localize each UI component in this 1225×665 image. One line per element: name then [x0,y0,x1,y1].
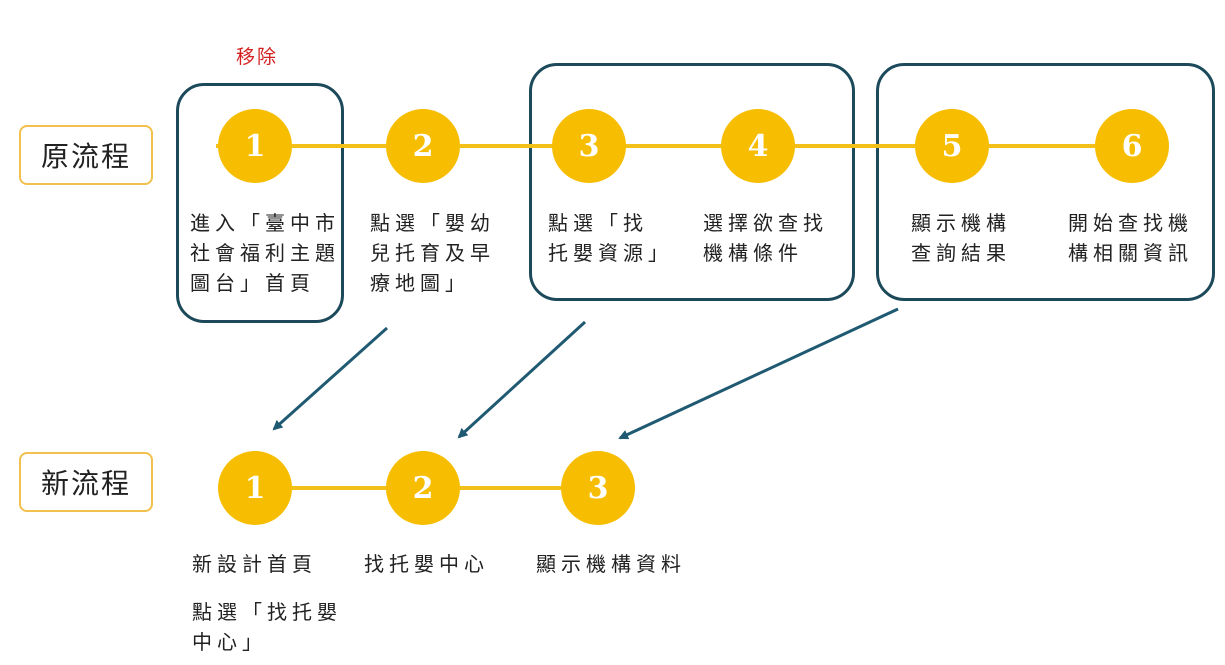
new-step-1-text: 新設計首頁 [192,552,317,576]
new-step-3-node: 3 [561,451,635,525]
arrow-steps34-to-new2 [457,320,587,439]
original-step-2-node: 2 [386,109,460,183]
remove-note: 移除 [236,46,279,68]
original-step-1-text: 進入「臺中市 社會福利主題 圖台」首頁 [190,211,340,295]
new-step-1-note: 點選「找托嬰 中心」 [192,600,342,654]
new-step-2-text: 找托嬰中心 [364,552,489,576]
new-flow-label: 新流程 [19,452,153,512]
original-step-2-text: 點選「嬰幼 兒托育及早 療地圖」 [370,211,495,295]
new-step-3-text: 顯示機構資料 [536,552,686,576]
original-step-4-node: 4 [721,109,795,183]
original-step-5-node: 5 [915,109,989,183]
removed-step-box [176,83,344,323]
original-step-1-node: 1 [218,109,292,183]
original-step-6-node: 6 [1095,109,1169,183]
original-step-5-text: 顯示機構 查詢結果 [911,211,1011,265]
arrow-steps56-to-new3 [618,307,899,440]
original-flow-label: 原流程 [19,125,153,185]
merged-steps-5-6-box [876,63,1215,301]
original-flow-line [216,144,1132,148]
new-step-1-node: 1 [218,451,292,525]
original-step-6-text: 開始查找機 構相關資訊 [1068,211,1193,265]
new-step-2-node: 2 [386,451,460,525]
original-step-3-text: 點選「找 托嬰資源」 [548,211,673,265]
original-step-3-node: 3 [552,109,626,183]
merged-steps-3-4-box [529,63,855,301]
arrow-step2-to-new1 [272,326,388,431]
original-step-4-text: 選擇欲查找 機構條件 [703,211,828,265]
